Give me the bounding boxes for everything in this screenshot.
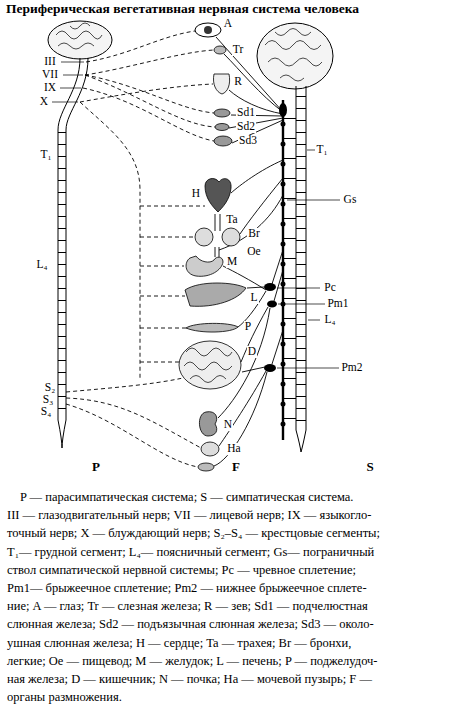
brain-gyri: [265, 29, 322, 82]
parotid-gland: [214, 136, 232, 146]
organ-letter: Sd3: [238, 135, 258, 147]
brain-gyri: [56, 23, 102, 49]
key-line: легкие; Oe — пищевод; M — желудок; L — п…: [7, 653, 378, 669]
pharynx: [213, 74, 229, 94]
organ-letter: P: [244, 321, 252, 333]
organ-letter: A: [223, 18, 233, 30]
key-line: ушная слюнная железа; H — сердце; Ta — т…: [7, 635, 351, 651]
organ-letter: Ta: [225, 214, 238, 226]
esophagus: [215, 247, 219, 257]
cord-segment-ticks: [296, 96, 306, 430]
key-line: III — глазодвигательный нерв; VII — лице…: [7, 507, 371, 523]
sympathetic-fibers: [214, 37, 283, 466]
segment-label: L₄: [323, 314, 336, 326]
trunk-ganglia: [281, 124, 286, 432]
organ-letter: H: [191, 188, 201, 200]
key-line: ствол симпатической нервной системы; Pc …: [7, 562, 356, 578]
system-letter: S: [365, 460, 374, 473]
organ-letter: R: [233, 76, 243, 88]
segment-label: T₁: [315, 144, 328, 156]
intestine-coils: [184, 348, 232, 383]
key-line: Pm1— брыжеечное сплетение; Pm2 — нижнее …: [7, 580, 367, 596]
lung: [195, 228, 213, 246]
figure-title: Периферическая вегетативная нервная сист…: [6, 2, 359, 17]
organ-letter: D: [247, 346, 257, 358]
organ-letter: Sd2: [236, 121, 256, 133]
lacrimal-gland: [214, 46, 226, 54]
parasympathetic-fibers: [66, 31, 215, 467]
stomach: [186, 256, 223, 276]
plexus-label: Pm2: [340, 362, 363, 374]
key-line: P — парасимпатическая система; S — симпа…: [20, 489, 353, 505]
plexus-label: Pm1: [326, 298, 349, 310]
organ-letter: N: [223, 419, 233, 431]
bladder: [201, 442, 219, 456]
organ-letter: Br: [247, 228, 261, 240]
key-line: органы размножения.: [7, 689, 122, 705]
organ-letter: Ha: [226, 443, 241, 455]
inferior-mesenteric-plexus: [264, 364, 276, 372]
organ-letter: Tr: [232, 44, 244, 56]
key-line: слюнная железа; Sd2 — подъязычная слюнна…: [7, 616, 374, 632]
nerve-label: X: [39, 96, 49, 108]
segment-label: S₄: [40, 406, 52, 418]
nerve-label: IX: [43, 82, 57, 94]
leader-lines: [52, 62, 340, 368]
liver: [185, 283, 246, 306]
trunk-label: Gs: [343, 194, 358, 206]
eye-iris: [204, 26, 212, 34]
organ-letter: Oe: [246, 246, 261, 258]
pancreas: [186, 323, 238, 332]
right-spinal-cord: [296, 86, 306, 452]
nerve-label: III: [43, 56, 57, 68]
rami-communicantes: [283, 118, 296, 432]
system-letter: F: [231, 460, 241, 473]
intestine: [179, 341, 241, 389]
submandibular-gland: [214, 109, 230, 117]
reproductive-organs: [198, 463, 214, 471]
left-brain: [48, 21, 112, 59]
cord-segment-ticks: [58, 132, 66, 418]
trachea: [215, 214, 220, 231]
eye: [195, 23, 221, 37]
organ-letter: L: [249, 292, 258, 304]
key-line: T₁— грудной сегмент; L₄— поясничный сегм…: [7, 544, 374, 560]
segment-label: S₂: [44, 382, 56, 394]
key-line: точный нерв; X — блуждающий нерв; S₂–S₄ …: [7, 525, 380, 541]
right-brain: [257, 23, 333, 89]
heart: [205, 179, 231, 212]
mesenteric-plexus: [267, 301, 277, 308]
system-letter: P: [91, 460, 101, 473]
organ-letter: Sd1: [236, 107, 256, 119]
organ-letter: M: [226, 256, 238, 268]
key-line: ная железа; D — кишечник; N — почка; Ha …: [7, 671, 372, 687]
segment-label: L₄: [35, 259, 48, 271]
left-spinal-cord: [58, 58, 88, 448]
segment-label: S₃: [42, 394, 54, 406]
key-line: ние; A — глаз; Tr — слезная железа; R — …: [7, 598, 368, 614]
kidney: [199, 412, 216, 436]
plexus-label: Pc: [323, 282, 337, 294]
nerve-label: VII: [41, 69, 59, 81]
segment-label: T₁: [39, 149, 52, 161]
lung: [222, 228, 240, 246]
sublingual-gland: [215, 124, 229, 131]
